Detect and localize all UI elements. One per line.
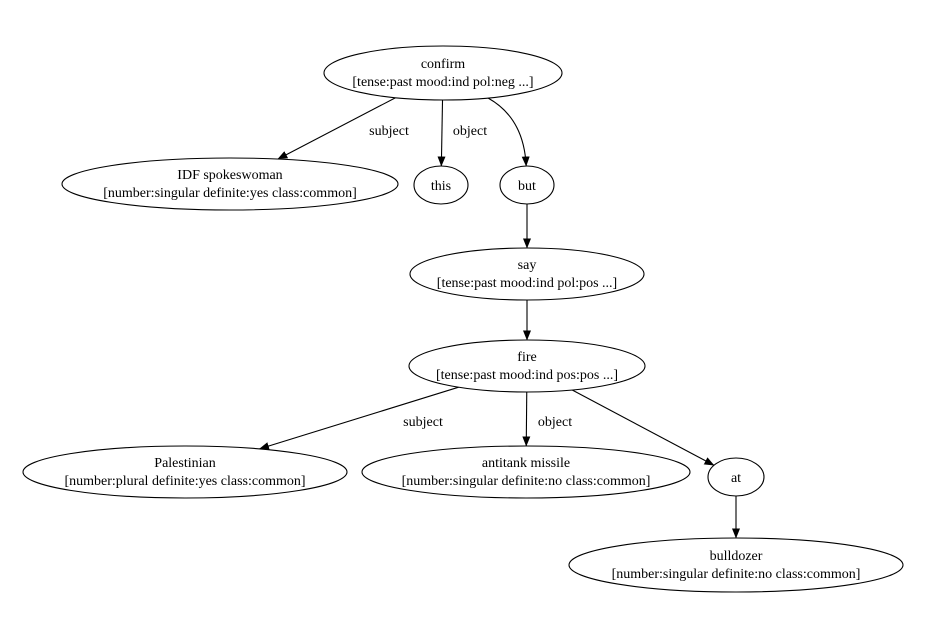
edge-fire-antitank_missile xyxy=(522,391,531,447)
node-sublabel: [number:singular definite:no class:commo… xyxy=(402,474,651,489)
node-label: fire xyxy=(517,350,536,365)
node-sublabel: [tense:past mood:ind pol:neg ...] xyxy=(352,75,533,90)
node-label: at xyxy=(731,471,741,486)
node-ellipse-but xyxy=(499,165,555,205)
node-label: bulldozer xyxy=(710,549,763,564)
edge-label-object: object xyxy=(453,124,487,139)
nodes-layer: confirm [tense:past mood:ind pol:neg ...]… xyxy=(22,45,904,593)
node-label: antitank missile xyxy=(482,456,570,471)
node-idf_spokeswoman: IDF spokeswoman [number:singular definite… xyxy=(61,157,399,211)
node-label: IDF spokeswoman xyxy=(177,168,282,183)
node-at: at xyxy=(707,457,765,497)
node-bulldozer: bulldozer [number:singular definite:no cl… xyxy=(568,537,904,593)
node-fire: fire [tense:past mood:ind pos:pos ...] xyxy=(408,339,646,393)
node-ellipse-fire xyxy=(408,339,646,393)
node-sublabel: [tense:past mood:ind pos:pos ...] xyxy=(436,368,618,383)
edge-confirm-but xyxy=(487,97,530,167)
node-label: but xyxy=(518,179,536,194)
node-ellipse-bulldozer xyxy=(568,537,904,593)
edges-layer xyxy=(259,97,740,539)
edge-label-subject: subject xyxy=(403,415,443,430)
node-sublabel: [tense:past mood:ind pol:pos ...] xyxy=(437,276,617,291)
node-sublabel: [number:plural definite:yes class:common… xyxy=(64,474,305,489)
edge-confirm-this xyxy=(437,99,446,167)
node-ellipse-palestinian xyxy=(22,445,348,499)
node-ellipse-this xyxy=(413,165,469,205)
node-ellipse-say xyxy=(409,247,645,301)
node-this: this xyxy=(413,165,469,205)
node-sublabel: [number:singular definite:no class:commo… xyxy=(612,567,861,582)
node-but: but xyxy=(499,165,555,205)
node-label: Palestinian xyxy=(154,456,215,471)
node-ellipse-confirm xyxy=(323,45,563,101)
edge-label-object: object xyxy=(538,415,572,430)
node-antitank_missile: antitank missile [number:singular definit… xyxy=(361,445,691,499)
node-ellipse-idf_spokeswoman xyxy=(61,157,399,211)
edge-confirm-idf_spokeswoman xyxy=(277,97,396,160)
edge-label-subject: subject xyxy=(369,124,409,139)
node-ellipse-at xyxy=(707,457,765,497)
edge-fire-palestinian xyxy=(259,386,459,450)
node-sublabel: [number:singular definite:yes class:comm… xyxy=(103,186,357,201)
node-label: confirm xyxy=(421,57,465,72)
edge-labels-layer: subject object subject object xyxy=(369,124,572,430)
node-ellipse-antitank_missile xyxy=(361,445,691,499)
edge-fire-at xyxy=(571,389,715,466)
node-label: this xyxy=(431,179,451,194)
node-confirm: confirm [tense:past mood:ind pol:neg ...] xyxy=(323,45,563,101)
node-label: say xyxy=(518,258,537,273)
node-palestinian: Palestinian [number:plural definite:yes c… xyxy=(22,445,348,499)
node-say: say [tense:past mood:ind pol:pos ...] xyxy=(409,247,645,301)
